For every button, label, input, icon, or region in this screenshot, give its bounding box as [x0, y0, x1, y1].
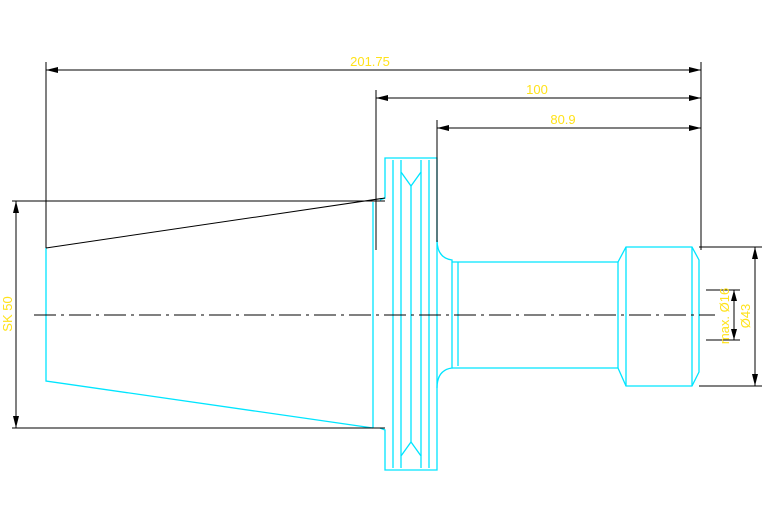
arrow-sk50-top — [13, 201, 19, 213]
v-groove-bottom — [400, 440, 422, 468]
arrow-80-9-left — [437, 125, 449, 131]
arrow-d16-top — [731, 290, 737, 301]
arrow-sk50-bottom — [13, 416, 19, 428]
arrow-overall-right — [689, 67, 701, 73]
taper-cone — [45, 248, 374, 429]
label-overall-length: 201.75 — [350, 54, 390, 69]
dimension-labels: 201.75 100 80.9 SK 50 max. Ø16 Ø43 — [0, 54, 753, 344]
arrow-100-left — [376, 95, 388, 101]
shank — [452, 246, 700, 387]
arrow-d43-top — [752, 247, 758, 259]
flange — [379, 157, 438, 471]
label-length-80-9: 80.9 — [550, 112, 575, 127]
taper-upper-line — [45, 197, 386, 249]
arrow-d43-bottom — [752, 374, 758, 386]
dimension-lines — [15, 62, 762, 428]
v-groove-top — [400, 160, 422, 188]
outline-black — [12, 128, 438, 429]
arrow-100-right — [689, 95, 701, 101]
arrow-overall-left — [46, 67, 58, 73]
label-outer-diameter: Ø43 — [738, 304, 753, 329]
label-taper-sk50: SK 50 — [0, 296, 15, 331]
label-length-100: 100 — [526, 82, 548, 97]
arrowheads — [13, 67, 758, 428]
part-outline — [45, 157, 700, 471]
neck — [436, 239, 453, 389]
label-bore-max: max. Ø16 — [717, 288, 732, 344]
arrow-80-9-right — [689, 125, 701, 131]
arrow-d16-bottom — [731, 329, 737, 340]
